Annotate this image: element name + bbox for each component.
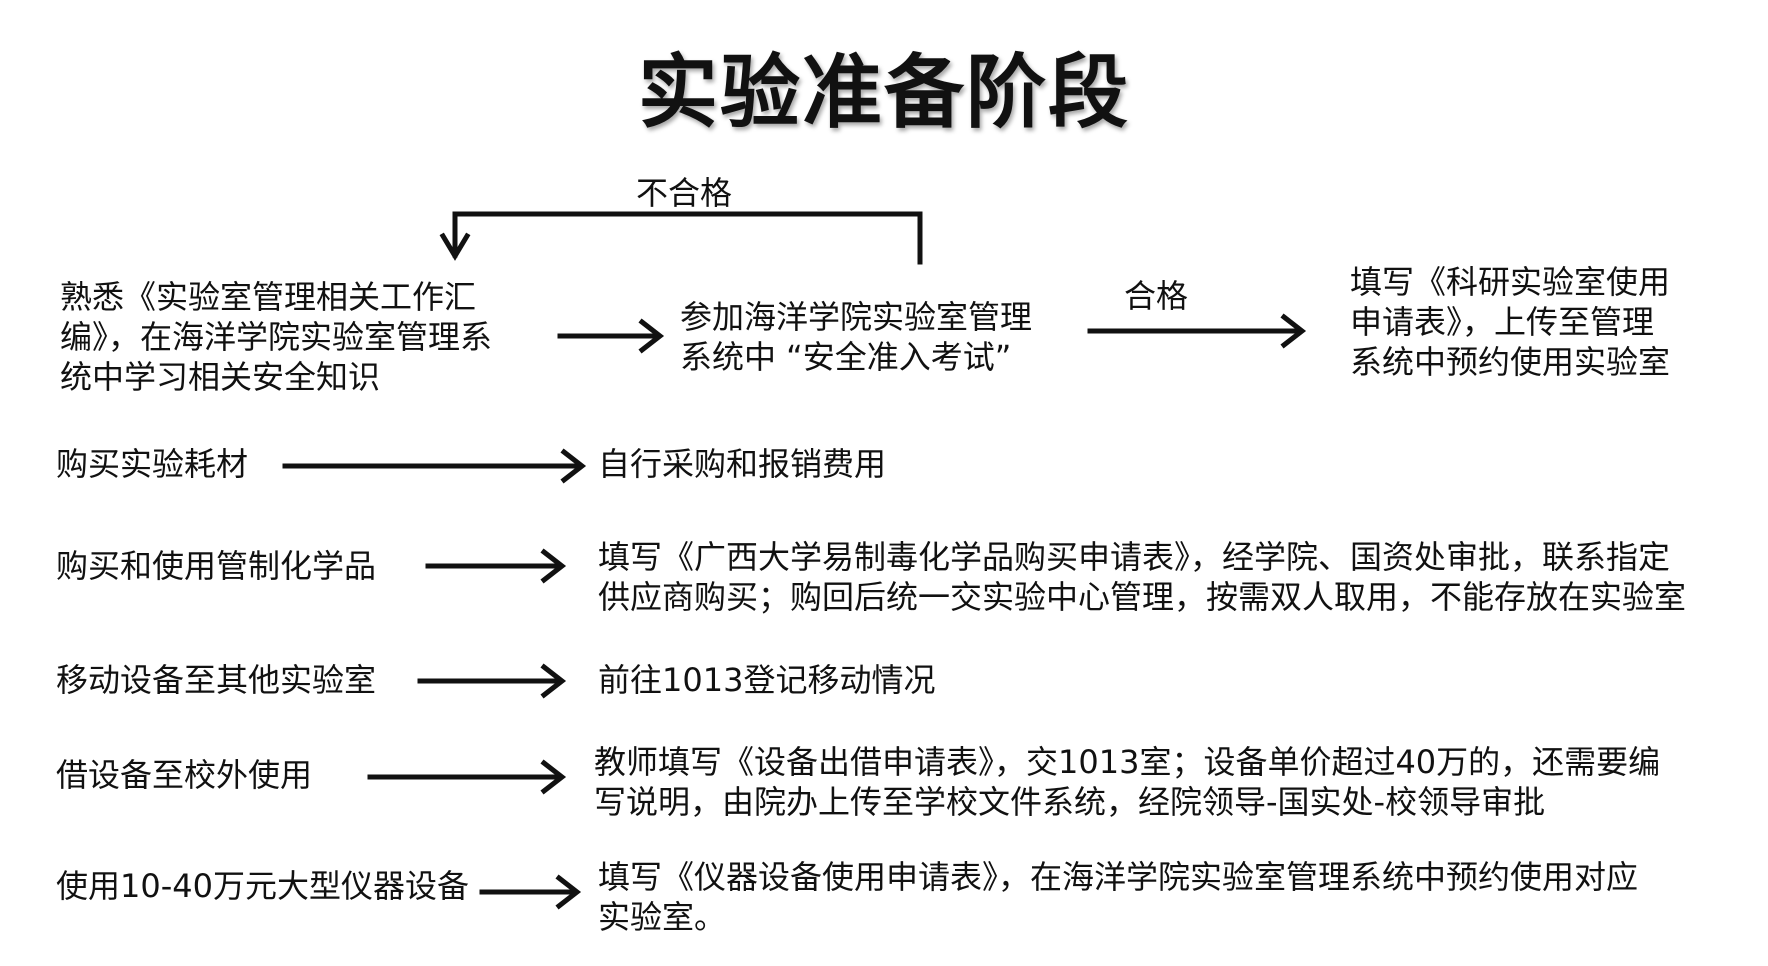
arrow-row-large-instruments-head bbox=[555, 874, 582, 910]
step-study-safety-line-1: 熟悉《实验室管理相关工作汇 bbox=[60, 278, 477, 316]
row-action-controlled-chemicals-line-1: 填写《广西大学易制毒化学品购买申请表》，经学院、国资处审批，联系指定 bbox=[598, 538, 1671, 576]
step-apply-lab-line-1: 填写《科研实验室使用 bbox=[1350, 263, 1671, 301]
step-safety-exam: 参加海洋学院实验室管理 系统中 “安全准入考试” bbox=[680, 297, 1032, 377]
row-action-lend-equipment: 教师填写《设备出借申请表》，交1013室；设备单价超过40万的，还需要编 写说明… bbox=[594, 742, 1660, 822]
row-action-move-equipment-line-1: 前往1013登记移动情况 bbox=[598, 661, 936, 699]
pass-label: 合格 bbox=[1124, 277, 1189, 315]
row-action-lend-equipment-line-1: 教师填写《设备出借申请表》，交1013室；设备单价超过40万的，还需要编 bbox=[594, 743, 1661, 781]
fail-label: 不合格 bbox=[636, 174, 733, 212]
step-study-safety-line-2: 编》，在海洋学院实验室管理系 bbox=[60, 318, 493, 356]
row-action-move-equipment: 前往1013登记移动情况 bbox=[598, 660, 935, 700]
row-item-controlled-chemicals: 购买和使用管制化学品 bbox=[56, 547, 377, 585]
fail-loop-arrow bbox=[452, 211, 923, 265]
row-action-large-instruments-line-1: 填写《仪器设备使用申请表》，在海洋学院实验室管理系统中预约使用对应 bbox=[598, 858, 1639, 896]
fail-loop-arrowhead bbox=[439, 232, 471, 261]
page-title: 实验准备阶段 bbox=[638, 46, 1130, 139]
row-action-large-instruments: 填写《仪器设备使用申请表》，在海洋学院实验室管理系统中预约使用对应 实验室。 bbox=[598, 857, 1638, 937]
row-action-controlled-chemicals: 填写《广西大学易制毒化学品购买申请表》，经学院、国资处审批，联系指定 供应商购买… bbox=[598, 537, 1686, 617]
step-study-safety: 熟悉《实验室管理相关工作汇 编》，在海洋学院实验室管理系 统中学习相关安全知识 bbox=[60, 277, 492, 397]
arrow-row-controlled-chemicals-head bbox=[540, 548, 567, 584]
row-item-move-equipment: 移动设备至其他实验室 bbox=[56, 661, 377, 699]
row-item-lend-equipment: 借设备至校外使用 bbox=[56, 756, 313, 794]
row-action-lend-equipment-line-2: 写说明，由院办上传至学校文件系统，经院领导-国实处-校领导审批 bbox=[594, 783, 1546, 821]
step-study-safety-line-3: 统中学习相关安全知识 bbox=[60, 358, 381, 396]
step-safety-exam-line-1: 参加海洋学院实验室管理 bbox=[680, 298, 1033, 336]
row-action-consumables: 自行采购和报销费用 bbox=[598, 444, 886, 484]
row-item-large-instruments: 使用10-40万元大型仪器设备 bbox=[56, 867, 469, 905]
arrow-row-consumables-head bbox=[560, 448, 587, 484]
arrow-exam-to-apply-head bbox=[1280, 313, 1307, 349]
step-apply-lab-line-3: 系统中预约使用实验室 bbox=[1350, 343, 1671, 381]
step-safety-exam-line-2: 系统中 “安全准入考试” bbox=[680, 338, 1012, 376]
arrow-row-move-equipment-head bbox=[540, 663, 567, 699]
row-action-consumables-line-1: 自行采购和报销费用 bbox=[598, 445, 887, 483]
step-apply-lab: 填写《科研实验室使用 申请表》，上传至管理 系统中预约使用实验室 bbox=[1350, 262, 1670, 382]
row-action-large-instruments-line-2: 实验室。 bbox=[598, 898, 727, 936]
step-apply-lab-line-2: 申请表》，上传至管理 bbox=[1350, 303, 1655, 341]
row-item-consumables: 购买实验耗材 bbox=[56, 445, 249, 483]
row-action-controlled-chemicals-line-2: 供应商购买；购回后统一交实验中心管理，按需双人取用，不能存放在实验室 bbox=[598, 578, 1687, 616]
arrow-study-to-exam-head bbox=[638, 318, 665, 354]
arrow-row-lend-equipment-head bbox=[540, 759, 567, 795]
